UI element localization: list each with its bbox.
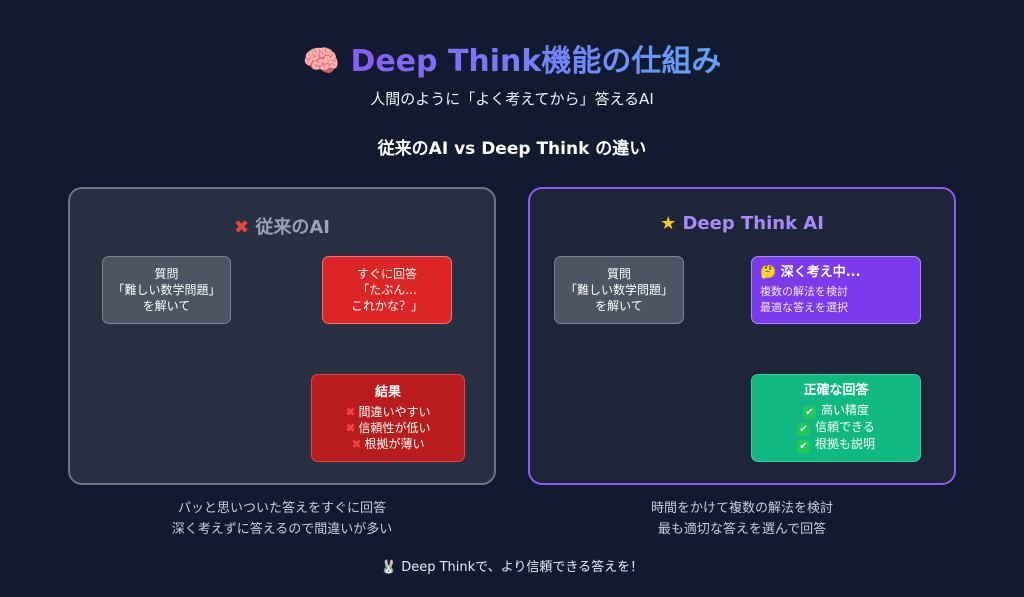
answer-item: ✔信頼できる — [797, 419, 875, 436]
cross-icon: ✖ — [345, 404, 356, 419]
result-item: ✖信頼性が低い — [345, 420, 431, 435]
cross-icon: ✖ — [233, 217, 250, 238]
check-icon: ✔ — [797, 423, 811, 436]
result-title: 結果 — [374, 384, 401, 400]
traditional-ai-caption: パッと思いついた答えをすぐに回答 深く考えずに答えるので間違いが多い — [171, 501, 393, 537]
thinking-box: 🤔 深く考え中... 複数の解法を検討 最適な答えを選択 — [751, 256, 921, 324]
answer-item: ✔高い精度 — [802, 402, 869, 419]
page-title: 🧠 Deep Think機能の仕組み — [0, 36, 1024, 80]
thinking-face-icon: 🤔 — [760, 264, 777, 280]
quick-answer-box: すぐに回答 「たぶん... これかな？」 — [322, 256, 452, 324]
brain-icon: 🧠 — [302, 44, 340, 79]
answer-title: 正確な回答 — [803, 383, 869, 398]
deep-think-question-box: 質問 「難しい数学問題」 を解いて — [554, 256, 684, 324]
check-icon: ✔ — [802, 406, 816, 419]
traditional-ai-panel-title: ✖ 従来のAI — [233, 217, 330, 238]
deep-think-caption: 時間をかけて複数の解法を検討 最も適切な答えを選んで回答 — [650, 501, 833, 537]
page-title-text: Deep Think機能の仕組み — [350, 44, 722, 79]
cross-icon: ✖ — [351, 436, 362, 451]
section-title: 従来のAI vs Deep Think の違い — [377, 139, 647, 159]
deep-think-panel-title: ★ Deep Think AI — [660, 213, 824, 234]
result-item: ✖間違いやすい — [345, 404, 431, 419]
star-icon: ★ — [660, 213, 677, 234]
check-icon: ✔ — [796, 440, 810, 453]
result-item: ✖根拠が薄い — [351, 436, 425, 451]
thinking-title: 🤔 深く考え中... — [760, 264, 861, 280]
result-box: 結果 ✖間違いやすい ✖信頼性が低い ✖根拠が薄い — [311, 374, 465, 462]
footer-message: 🐰 Deep Thinkで、より信頼できる答えを！ — [380, 560, 644, 575]
accurate-answer-box: 正確な回答 ✔高い精度 ✔信頼できる ✔根拠も説明 — [751, 374, 921, 462]
rabbit-icon: 🐰 — [380, 560, 398, 575]
traditional-question-box: 質問 「難しい数学問題」 を解いて — [102, 256, 231, 324]
cross-icon: ✖ — [345, 420, 356, 435]
answer-item: ✔根拠も説明 — [796, 436, 875, 453]
page-subtitle: 人間のように「よく考えてから」答えるAI — [370, 90, 654, 108]
